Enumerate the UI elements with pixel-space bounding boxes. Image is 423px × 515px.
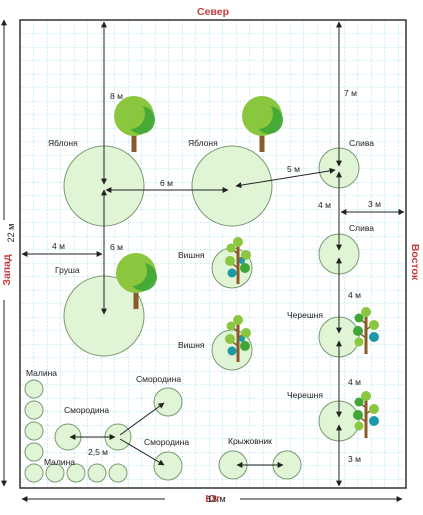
label-apple-2: Яблоня <box>188 138 218 148</box>
north-label: Север <box>197 6 229 18</box>
label-raspberry-2: Малина <box>44 457 75 467</box>
label-sweet-cherry-1: Черешня <box>287 310 323 320</box>
arrow-apple-plum <box>235 167 336 189</box>
width-dimension: 18 м <box>207 494 226 504</box>
plot-border <box>19 19 407 489</box>
currant-bush-2 <box>153 387 183 417</box>
dim-sweet-cherry-pair: 4 м <box>348 377 361 387</box>
dim-plum-east: 3 м <box>368 199 381 209</box>
dim-plum-sweet-cherry: 4 м <box>348 290 361 300</box>
west-label: Запад <box>1 254 13 286</box>
label-gooseberry: Крыжовник <box>228 436 272 446</box>
arrow-currant-down <box>119 438 165 466</box>
label-apple-1: Яблоня <box>48 138 78 148</box>
dim-apple-plum: 5 м <box>287 164 300 174</box>
dim-west-pear: 4 м <box>52 241 65 251</box>
currant-bush-3 <box>153 451 183 481</box>
dim-apple-apple: 6 м <box>160 178 173 188</box>
label-sweet-cherry-2: Черешня <box>287 390 323 400</box>
label-pear: Груша <box>55 265 80 275</box>
label-cherry-2: Вишня <box>178 340 205 350</box>
arrow-currant-up <box>119 402 165 436</box>
label-currant-1: Смородина <box>64 405 109 415</box>
dim-plum-plum: 4 м <box>318 200 331 210</box>
dim-north-plum: 7 м <box>344 88 357 98</box>
apple-crown-2 <box>191 145 273 227</box>
south-label: Юг <box>205 493 221 505</box>
label-currant-3: Смородина <box>144 437 189 447</box>
dim-currant-currant: 2,5 м <box>88 447 108 457</box>
label-raspberry-1: Малина <box>26 368 57 378</box>
height-dimension: 22 м <box>6 224 16 243</box>
label-currant-2: Смородина <box>136 374 181 384</box>
label-plum-1: Слива <box>349 138 374 148</box>
dim-sweet-cherry-south: 3 м <box>348 454 361 464</box>
label-plum-2: Слива <box>349 223 374 233</box>
east-label: Восток <box>409 244 421 281</box>
raspberry-bushes <box>24 379 128 483</box>
dim-apple-pear: 6 м <box>110 242 123 252</box>
label-cherry-1: Вишня <box>178 250 205 260</box>
dim-north-apple: 8 м <box>110 91 123 101</box>
